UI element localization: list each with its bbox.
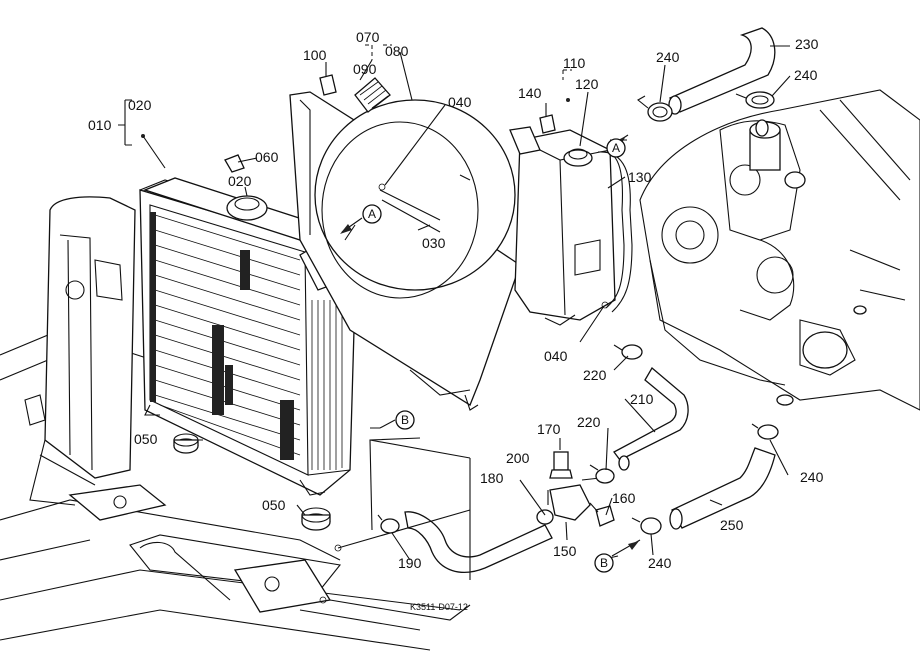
svg-text:A: A bbox=[368, 207, 376, 221]
fan-shroud bbox=[289, 91, 521, 411]
label-040-b: 040 bbox=[544, 348, 568, 364]
label-140: 140 bbox=[518, 85, 542, 101]
label-240-b: 240 bbox=[794, 67, 818, 83]
ref-circle-a-1: A bbox=[362, 204, 382, 224]
guard-090 bbox=[354, 77, 391, 113]
label-250: 250 bbox=[720, 517, 744, 533]
label-210: 210 bbox=[630, 391, 654, 407]
label-110: 110 bbox=[563, 55, 586, 71]
fitting-150 bbox=[547, 451, 615, 527]
reserve-tank bbox=[509, 126, 633, 326]
chassis-frame bbox=[0, 329, 471, 651]
ref-circle-b-1: B bbox=[395, 410, 415, 430]
label-030: 030 bbox=[422, 235, 446, 251]
label-050-b: 050 bbox=[262, 497, 286, 513]
label-190: 190 bbox=[398, 555, 422, 571]
label-150: 150 bbox=[553, 543, 577, 559]
hose-210 bbox=[613, 367, 689, 471]
lower-hose-250 bbox=[669, 447, 776, 530]
label-130: 130 bbox=[628, 169, 652, 185]
label-160: 160 bbox=[612, 490, 636, 506]
label-040-a: 040 bbox=[448, 94, 472, 110]
label-170: 170 bbox=[537, 421, 561, 437]
pipe-180 bbox=[337, 437, 553, 580]
mount-rubber-050 bbox=[173, 433, 331, 531]
label-220-a: 220 bbox=[583, 367, 607, 383]
engine bbox=[639, 89, 920, 411]
drawing-code: K3511-D07-12 bbox=[410, 602, 468, 612]
label-240-a: 240 bbox=[656, 49, 680, 65]
label-120: 120 bbox=[575, 76, 599, 92]
part-labels: 010 020 020 030 040 040 050 050 060 070 … bbox=[88, 29, 824, 571]
label-010: 010 bbox=[88, 117, 112, 133]
ref-circle-a-2: A bbox=[606, 138, 626, 158]
label-230: 230 bbox=[795, 36, 819, 52]
label-180: 180 bbox=[480, 470, 504, 486]
side-panel bbox=[24, 196, 136, 506]
label-060: 060 bbox=[255, 149, 279, 165]
ref-circle-b-2: B bbox=[594, 553, 614, 573]
leader-lines bbox=[118, 44, 791, 561]
svg-text:B: B bbox=[401, 413, 409, 427]
label-090: 090 bbox=[353, 61, 377, 77]
label-240-d: 240 bbox=[648, 555, 672, 571]
label-020-a: 020 bbox=[128, 97, 152, 113]
label-220-b: 220 bbox=[577, 414, 601, 430]
label-100: 100 bbox=[303, 47, 327, 63]
label-200: 200 bbox=[506, 450, 530, 466]
label-080: 080 bbox=[385, 43, 409, 59]
label-070: 070 bbox=[356, 29, 380, 45]
svg-text:A: A bbox=[612, 141, 620, 155]
small-fasteners bbox=[141, 74, 609, 309]
label-020-b: 020 bbox=[228, 173, 252, 189]
svg-text:B: B bbox=[600, 556, 608, 570]
label-050-a: 050 bbox=[134, 431, 158, 447]
hose-clamps bbox=[377, 91, 779, 535]
upper-hose-230 bbox=[668, 27, 776, 115]
label-240-c: 240 bbox=[800, 469, 824, 485]
